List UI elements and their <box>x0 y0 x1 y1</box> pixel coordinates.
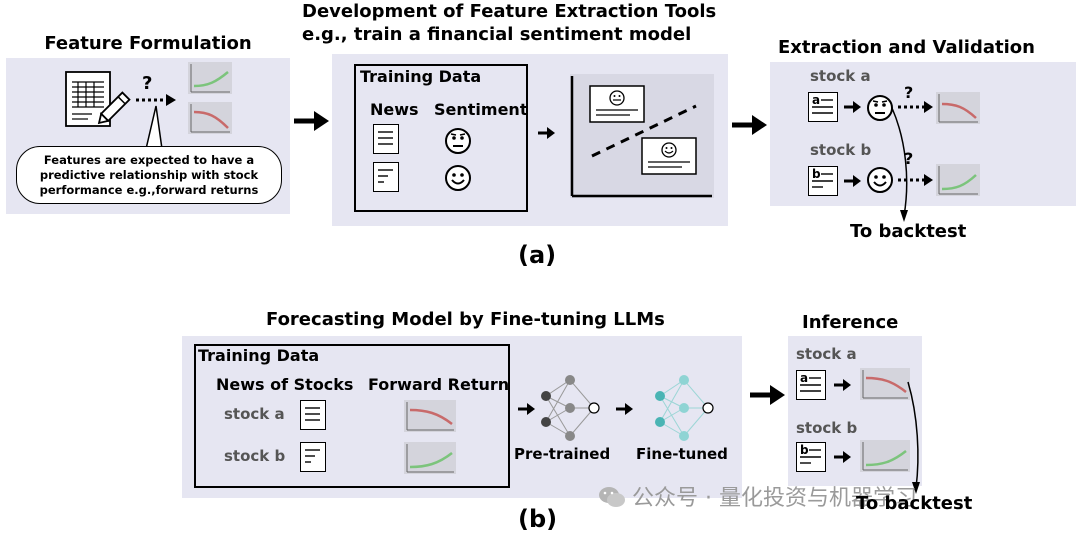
feature-formulation-title: Feature Formulation <box>44 33 252 54</box>
callout-pointer <box>145 105 163 150</box>
mini-chart-down <box>936 92 980 124</box>
document-icon <box>300 400 326 430</box>
arrow-right-icon <box>844 175 861 187</box>
document-icon: b <box>808 166 838 196</box>
arrow-right-icon <box>732 115 767 135</box>
document-icon: a <box>808 92 838 122</box>
arrow-right-icon <box>834 379 851 391</box>
news-header: News <box>370 100 419 119</box>
arrow-right-icon <box>538 127 555 139</box>
pretrained-label: Pre-trained <box>514 445 611 463</box>
stock-a-label-b: stock a <box>224 405 285 423</box>
neural-network-icon <box>655 375 714 441</box>
stock-b-label-inf: stock b <box>796 419 858 437</box>
question-mark: ? <box>904 83 914 102</box>
sentiment-classifier-plot <box>570 74 714 198</box>
doc-letter: b <box>800 443 809 457</box>
arrow-right-icon <box>294 111 329 131</box>
mini-chart-up <box>404 442 456 474</box>
feature-callout: Features are expected to have a predicti… <box>16 146 282 204</box>
sentiment-header: Sentiment <box>434 100 528 119</box>
stock-a-label: stock a <box>810 67 871 85</box>
document-icon <box>373 162 399 192</box>
dotted-arrow-icon <box>136 94 176 106</box>
callout-line-3: performance e.g.,forward returns <box>39 183 259 197</box>
training-data-label: Training Data <box>360 67 482 86</box>
watermark-text: 公众号 · 量化投资与机器学习 <box>632 486 917 511</box>
document-icon: b <box>796 442 826 472</box>
arrow-right-icon <box>750 385 785 405</box>
mini-chart-up <box>188 62 232 94</box>
development-title-line-2: e.g., train a financial sentiment model <box>302 24 692 45</box>
doc-letter: b <box>812 167 821 181</box>
inference-title: Inference <box>802 312 899 333</box>
finetuned-label: Fine-tuned <box>636 445 728 463</box>
neutral-face-icon <box>445 128 471 154</box>
question-mark: ? <box>142 73 153 94</box>
spreadsheet-pencil-icon <box>65 71 131 127</box>
forecasting-panel <box>182 336 742 498</box>
backtest-connector <box>891 107 908 222</box>
arrow-right-icon <box>844 101 861 113</box>
arrow-right-icon <box>518 403 535 415</box>
dotted-arrow-icon <box>898 101 933 113</box>
mini-chart-down <box>860 368 910 400</box>
stock-a-label-inf: stock a <box>796 345 857 363</box>
forecasting-title: Forecasting Model by Fine-tuning LLMs <box>266 309 665 330</box>
forward-return-header: Forward Return <box>368 375 510 394</box>
to-backtest-label-b: To backtest <box>856 493 973 514</box>
neural-network-icon <box>541 375 600 441</box>
backtest-connector <box>907 381 920 494</box>
wechat-icon <box>599 487 625 507</box>
training-data-box <box>354 64 528 212</box>
watermark: 公众号 · 量化投资与机器学习 <box>598 480 917 512</box>
question-mark: ? <box>904 149 914 168</box>
news-of-stocks-header: News of Stocks <box>216 375 354 394</box>
happy-face-icon <box>445 165 471 191</box>
caption-b: (b) <box>518 505 558 533</box>
document-icon <box>373 124 399 154</box>
document-icon <box>300 442 326 472</box>
mini-chart-down <box>188 102 232 134</box>
stock-b-label: stock b <box>810 141 872 159</box>
to-backtest-label: To backtest <box>850 221 967 242</box>
callout-line-2: predictive relationship with stock <box>39 168 259 182</box>
caption-a: (a) <box>518 241 557 269</box>
development-title-line-1: Development of Feature Extraction Tools <box>302 1 717 22</box>
dotted-arrow-icon <box>898 174 933 186</box>
mini-chart-up <box>860 440 910 472</box>
arrow-right-icon <box>616 403 633 415</box>
happy-face-icon <box>867 167 893 193</box>
callout-line-1: Features are expected to have a <box>43 153 255 167</box>
doc-letter: a <box>812 93 821 107</box>
mini-chart-down <box>404 400 456 432</box>
document-icon: a <box>796 370 826 400</box>
training-data-box-b <box>194 344 510 488</box>
arrow-right-icon <box>834 451 851 463</box>
mini-chart-up <box>936 164 980 196</box>
doc-letter: a <box>800 371 809 385</box>
stock-b-label-b: stock b <box>224 447 286 465</box>
extraction-title: Extraction and Validation <box>778 37 1035 58</box>
training-data-label-b: Training Data <box>198 346 320 365</box>
